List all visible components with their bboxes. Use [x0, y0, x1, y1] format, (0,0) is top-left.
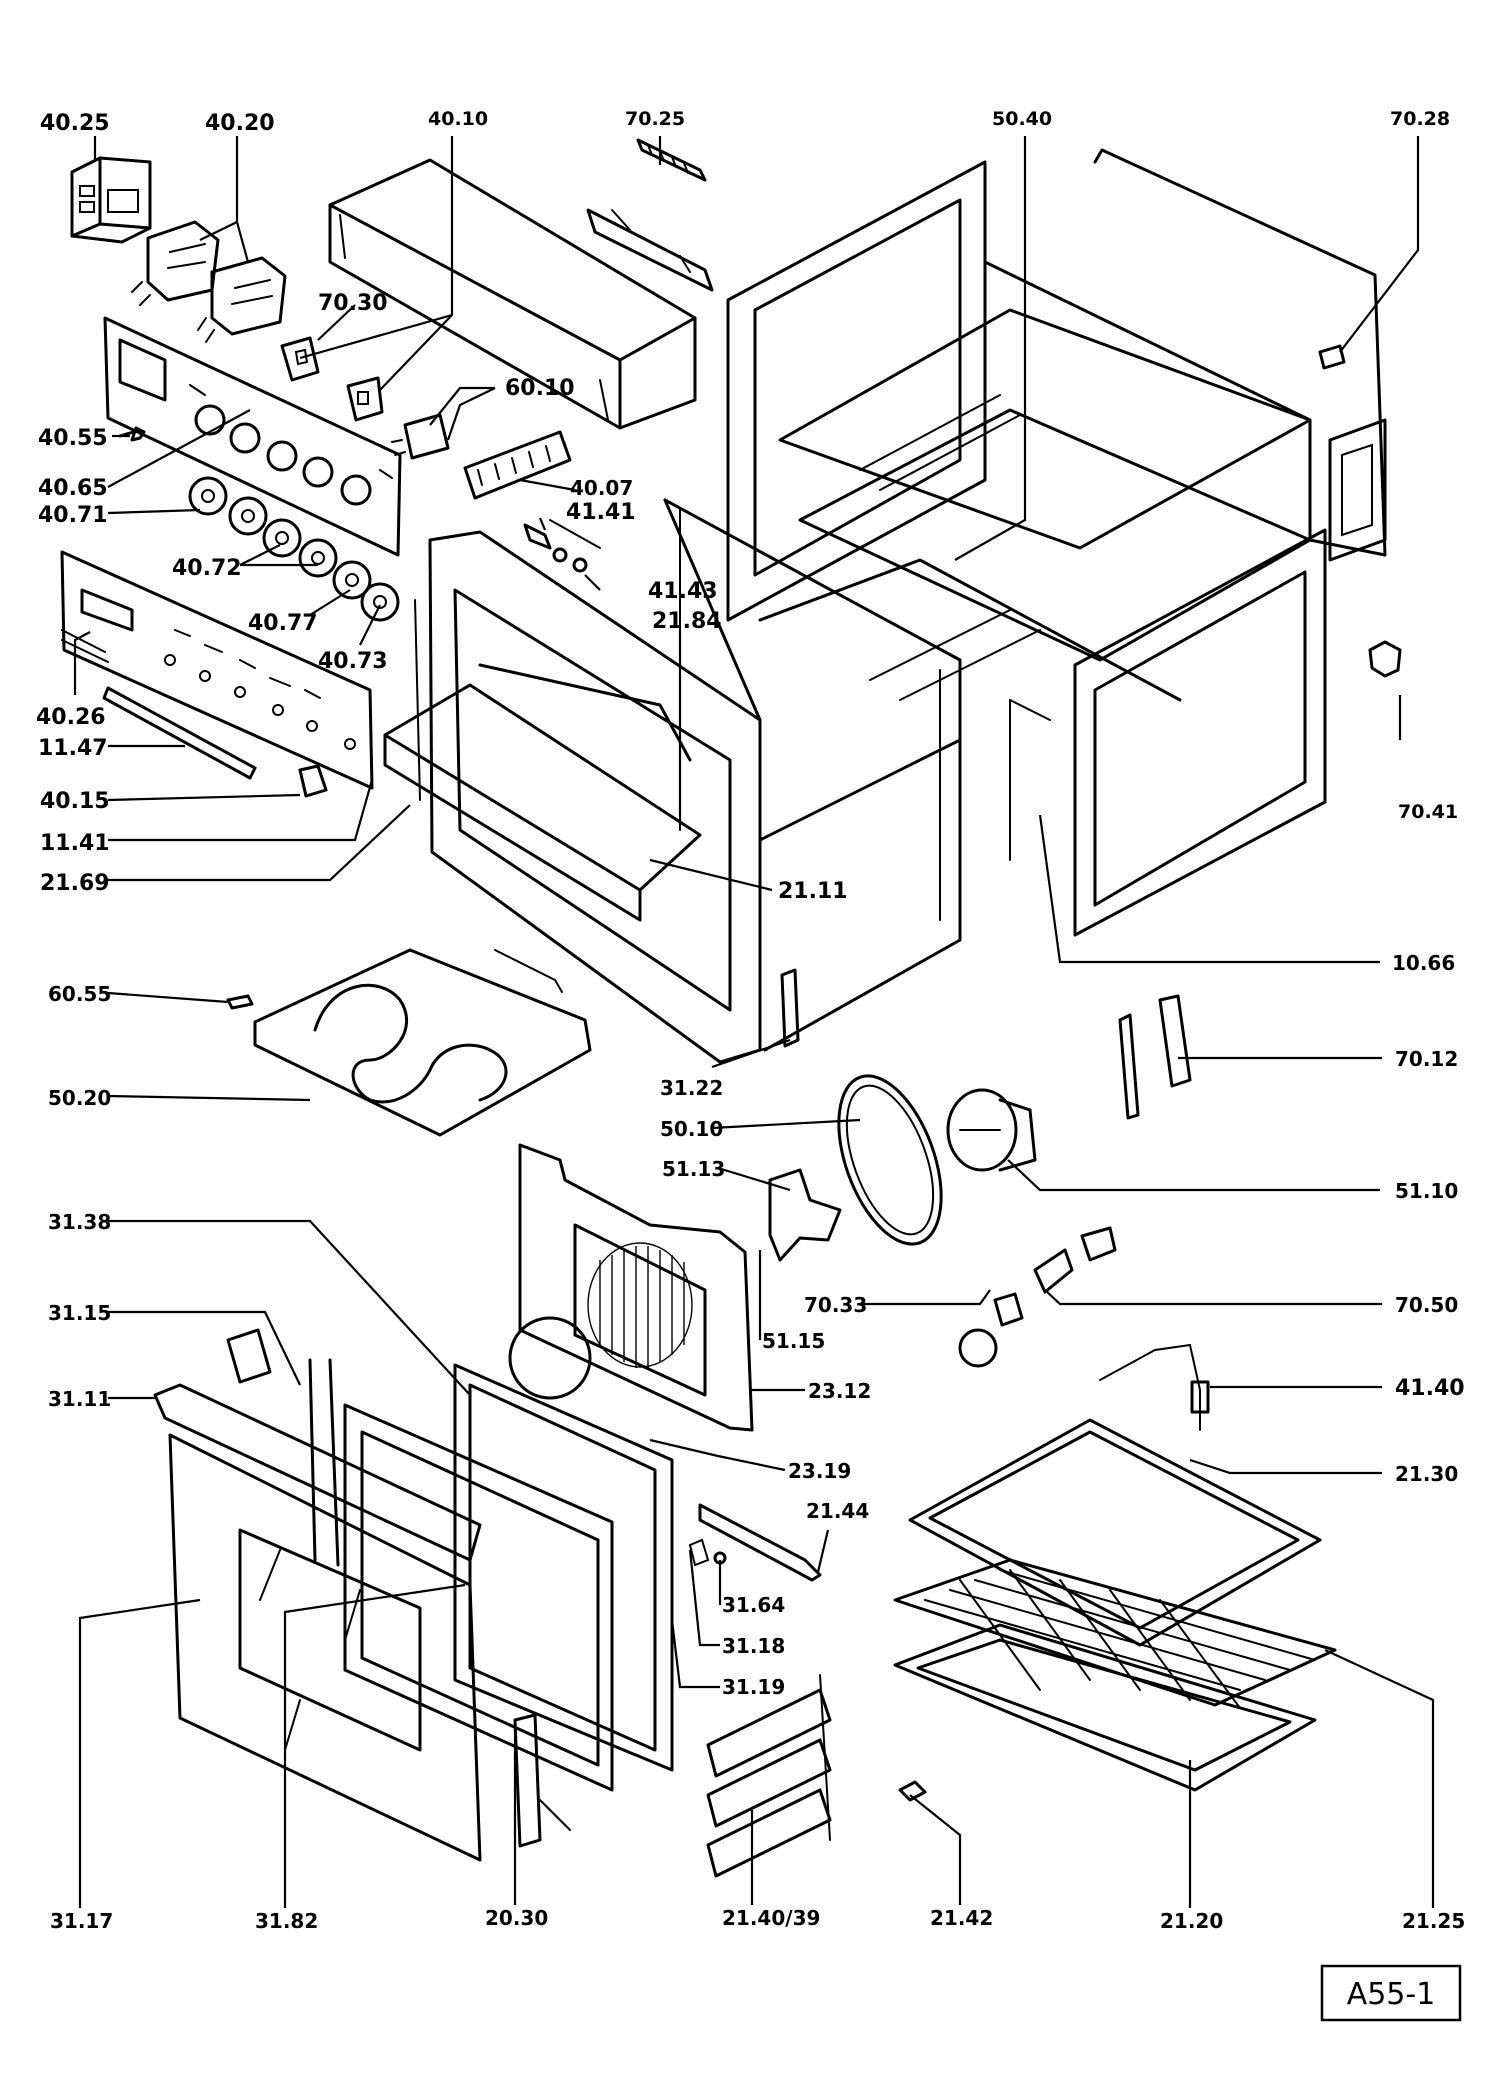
push-button-part	[298, 764, 328, 798]
runner-screw-part	[898, 1780, 927, 1802]
label-51-13: 51.13	[662, 1157, 725, 1181]
label-20-30: 20.30	[485, 1906, 548, 1930]
label-41-40: 41.40	[1395, 1376, 1465, 1401]
terminal-strip-part	[586, 138, 714, 292]
baking-tray-part	[908, 1418, 1322, 1647]
label-31-38: 31.38	[48, 1210, 111, 1234]
label-40-15: 40.15	[40, 789, 110, 814]
label-40-26: 40.26	[36, 705, 106, 730]
label-70-30: 70.30	[318, 291, 388, 316]
fan-motor-part	[946, 1088, 1037, 1172]
control-panel-shield-part	[328, 158, 697, 430]
label-21-42: 21.42	[930, 1906, 993, 1930]
label-60-10: 60.10	[505, 376, 575, 401]
label-70-33: 70.33	[804, 1293, 867, 1317]
label-60-55: 60.55	[48, 982, 111, 1006]
oven-door-assembly-part	[153, 1328, 674, 1862]
grill-heating-element-part	[253, 948, 592, 1137]
label-40-73: 40.73	[318, 649, 388, 674]
label-11-47: 11.47	[38, 736, 108, 761]
oven-lamp-holder-part	[523, 519, 601, 573]
door-seal-clip-part	[688, 1538, 710, 1567]
label-40-07: 40.07	[570, 476, 633, 500]
label-31-82: 31.82	[255, 1909, 318, 1933]
label-31-15: 31.15	[48, 1301, 111, 1325]
thermostat-part	[280, 336, 450, 460]
timer-module-part	[70, 156, 152, 244]
label-40-55: 40.55	[38, 426, 108, 451]
selector-switch-part	[131, 220, 287, 343]
label-21-20: 21.20	[1160, 1909, 1223, 1933]
door-switch-part	[1318, 344, 1346, 370]
label-41-43: 41.43	[648, 579, 718, 604]
label-21-11: 21.11	[778, 879, 848, 904]
label-31-19: 31.19	[722, 1675, 785, 1699]
element-clip-part	[226, 994, 254, 1010]
label-51-10: 51.10	[1395, 1179, 1458, 1203]
label-70-28: 70.28	[1390, 108, 1450, 130]
oven-cavity-part	[414, 498, 962, 1064]
rear-panel-gasket-part	[508, 1316, 592, 1400]
oven-side-panel-part	[1009, 528, 1327, 937]
control-panel-bracket-part	[103, 316, 402, 557]
label-10-66: 10.66	[1392, 951, 1455, 975]
door-rail-part	[698, 1503, 822, 1582]
label-41-41: 41.41	[566, 500, 636, 525]
reference-code: A55-1	[1347, 1977, 1436, 2012]
label-21-25: 21.25	[1402, 1909, 1465, 1933]
label-21-40-39: 21.40/39	[722, 1906, 820, 1930]
drip-pan-part	[893, 1623, 1317, 1792]
label-23-12: 23.12	[808, 1379, 871, 1403]
fascia-trim-strip-part	[102, 686, 257, 780]
label-40-65: 40.65	[38, 476, 108, 501]
label-21-30: 21.30	[1395, 1462, 1458, 1486]
label-50-40: 50.40	[992, 108, 1052, 130]
control-knob-part	[188, 476, 400, 622]
lamp-assembly-part	[958, 1226, 1117, 1368]
label-40-77: 40.77	[248, 611, 318, 636]
oven-rack-part	[893, 1558, 1337, 1709]
label-50-10: 50.10	[660, 1117, 723, 1141]
label-50-20: 50.20	[48, 1086, 111, 1110]
label-31-64: 31.64	[722, 1593, 785, 1617]
label-70-12: 70.12	[1395, 1047, 1458, 1071]
door-hinge-bracket-part	[780, 968, 800, 1048]
right-side-bracket-part	[1328, 418, 1387, 562]
label-40-25: 40.25	[40, 111, 110, 136]
label-31-22: 31.22	[660, 1076, 723, 1100]
fan-blade-part	[768, 1168, 842, 1262]
label-40-72: 40.72	[172, 556, 242, 581]
lamp-bracket-part	[1118, 994, 1192, 1120]
part-labels: 40.25 40.20 40.10 70.25 50.40 70.28 70.3…	[36, 108, 1465, 1933]
rear-fan-cover-part	[518, 1143, 754, 1432]
label-40-71: 40.71	[38, 503, 108, 528]
label-31-11: 31.11	[48, 1387, 111, 1411]
label-11-41: 11.41	[40, 831, 110, 856]
label-70-41: 70.41	[1398, 801, 1458, 823]
label-40-20: 40.20	[205, 111, 275, 136]
leader-lines	[73, 136, 1435, 1908]
label-23-19: 23.19	[788, 1459, 851, 1483]
reference-box: A55-1	[1320, 1964, 1462, 2022]
oven-outer-casing-part	[726, 148, 1387, 702]
label-70-25: 70.25	[625, 108, 685, 130]
label-21-69: 21.69	[40, 871, 110, 896]
label-21-44: 21.44	[806, 1499, 869, 1523]
label-21-84: 21.84	[652, 609, 722, 634]
fan-heating-ring-part	[837, 1074, 943, 1246]
control-switch-block-part	[463, 430, 572, 500]
temperature-probe-part	[1099, 1343, 1210, 1431]
side-shelf-runner-part	[706, 1674, 832, 1878]
label-31-17: 31.17	[50, 1909, 113, 1933]
label-40-10: 40.10	[428, 108, 488, 130]
hinge-catch-part	[1368, 640, 1402, 678]
label-70-50: 70.50	[1395, 1293, 1458, 1317]
label-51-15: 51.15	[762, 1329, 825, 1353]
label-31-18: 31.18	[722, 1634, 785, 1658]
fascia-panel-part	[60, 550, 374, 790]
